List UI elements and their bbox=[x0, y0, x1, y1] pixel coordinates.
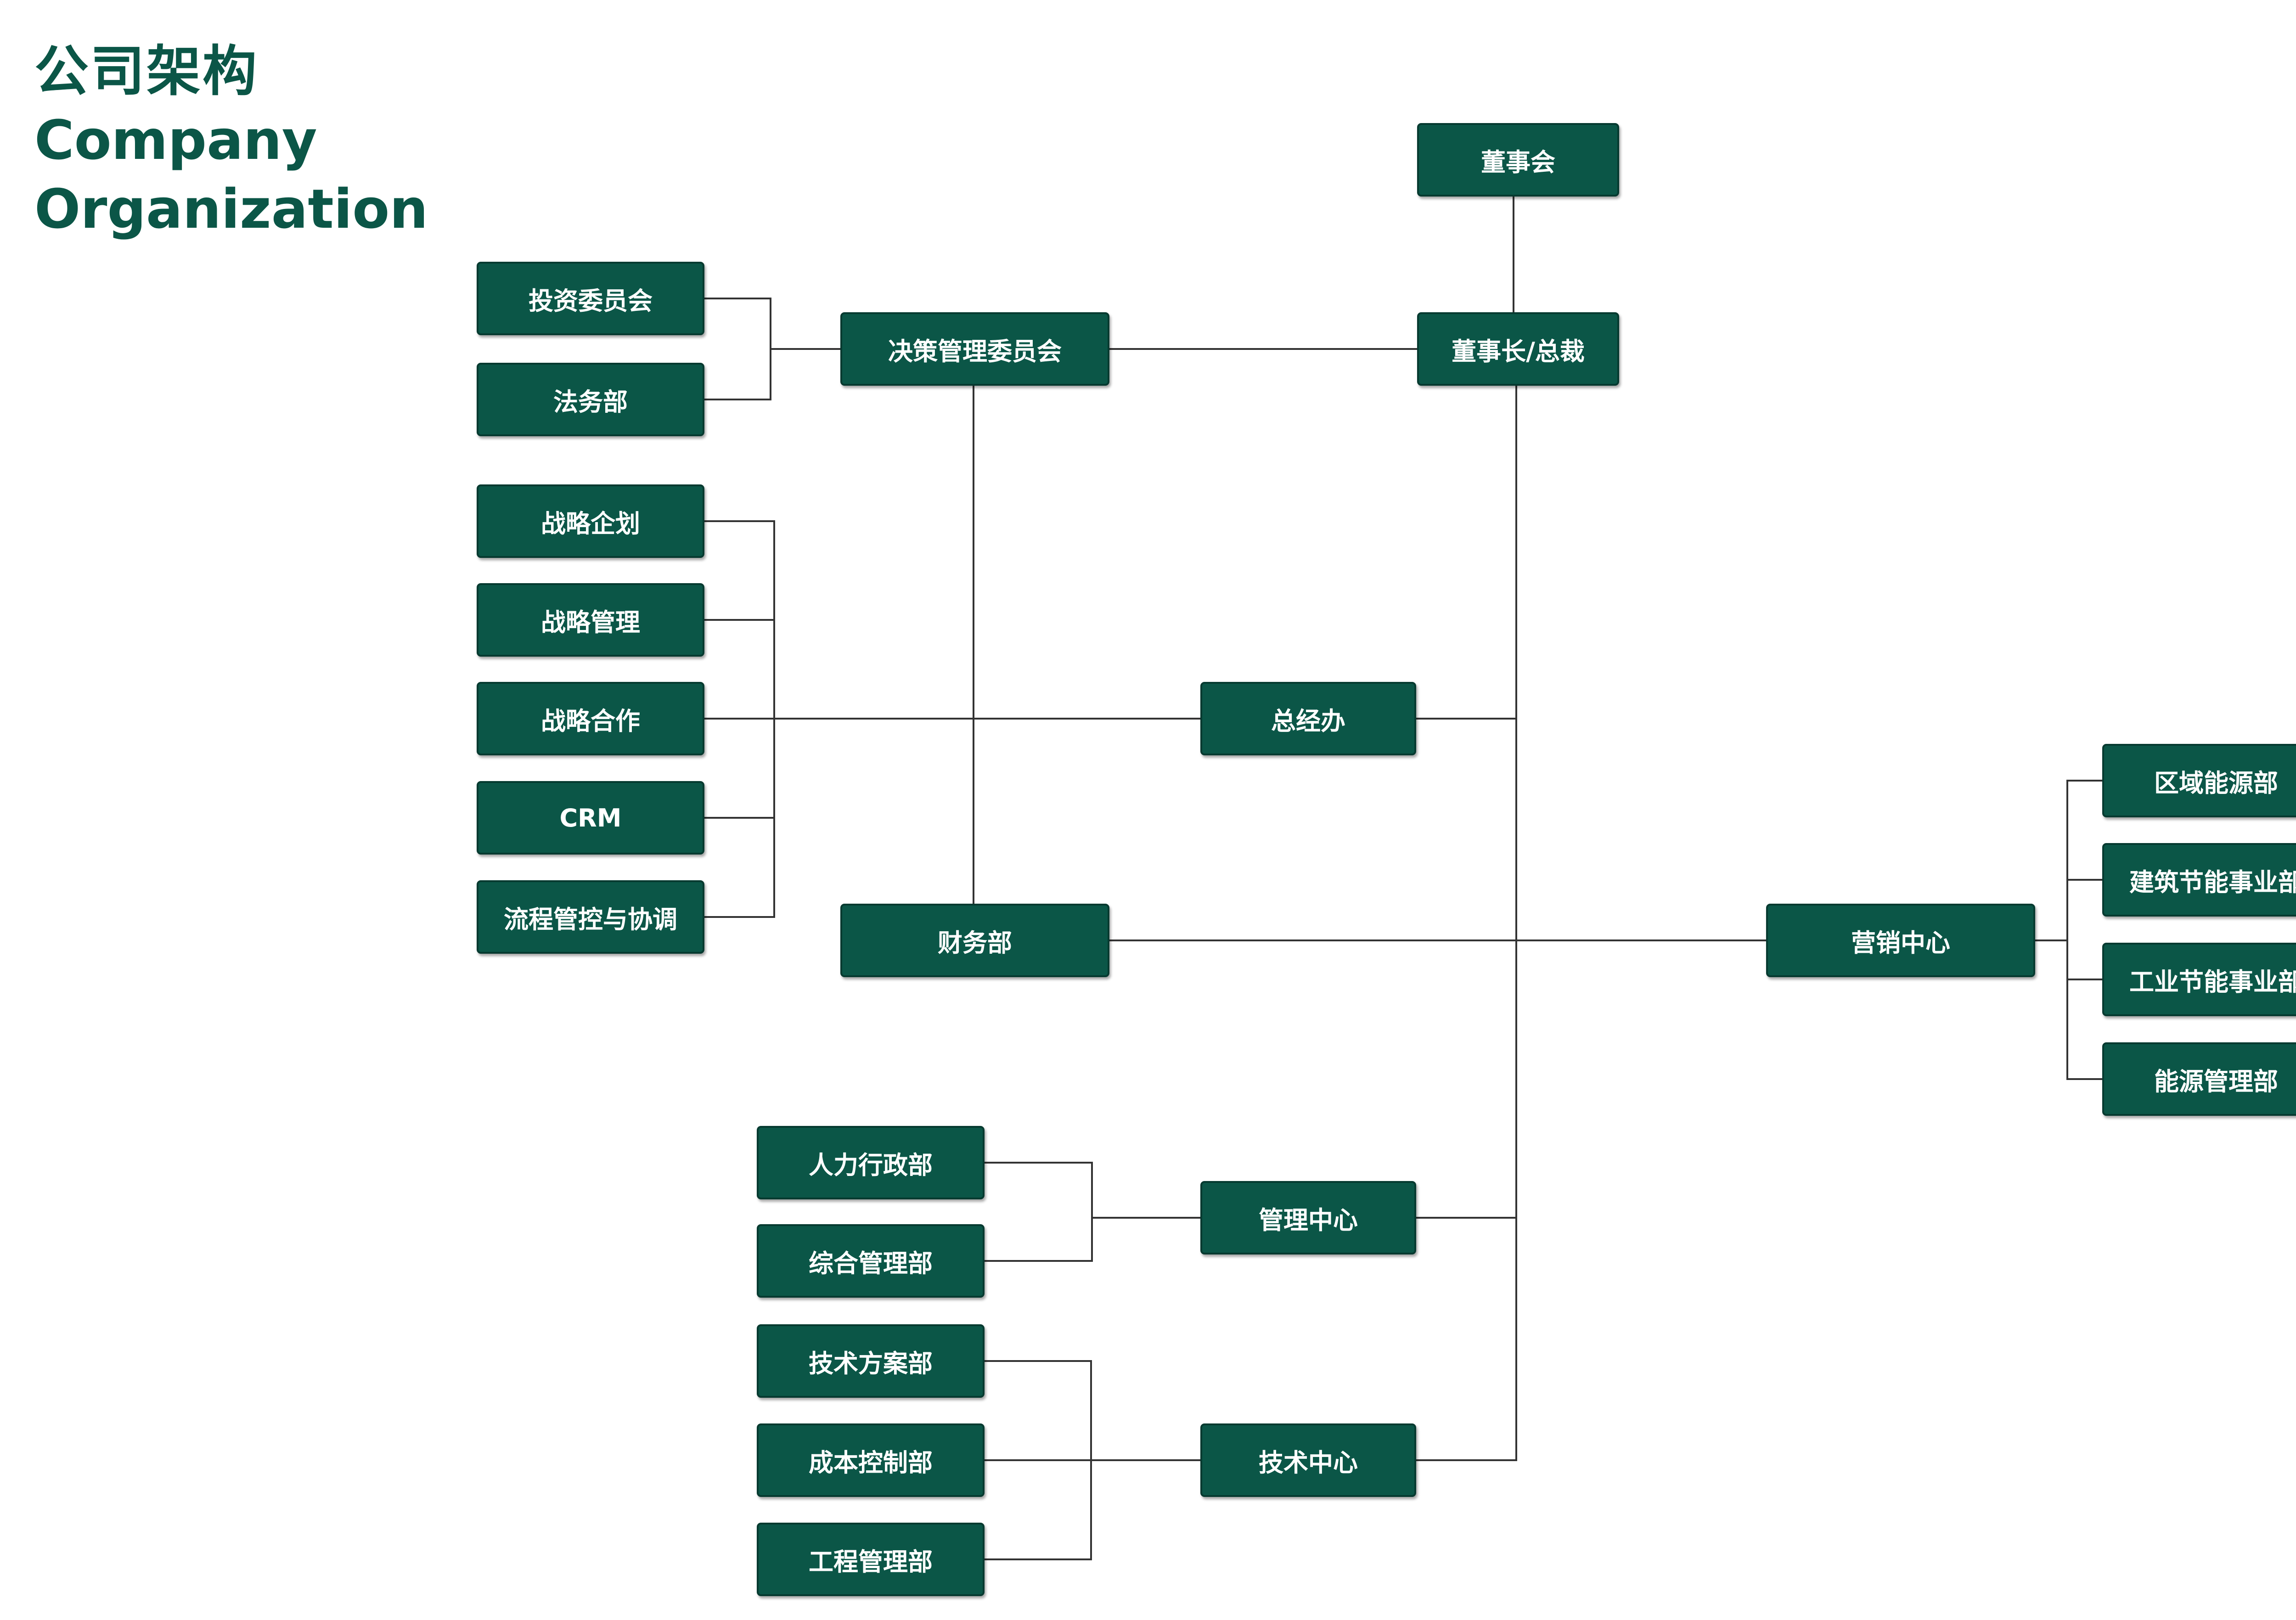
node-label: 能源管理部 bbox=[2154, 1067, 2278, 1096]
node-label: 区域能源部 bbox=[2154, 768, 2278, 798]
node-label: 战略企划 bbox=[541, 509, 640, 538]
node-label: 投资委员会 bbox=[529, 286, 653, 315]
node-cost-control[interactable]: 成本控制部 bbox=[757, 1423, 985, 1497]
node-industrial-energy[interactable]: 工业节能事业部 bbox=[2102, 943, 2296, 1016]
node-board[interactable]: 董事会 bbox=[1417, 123, 1619, 197]
node-energy-management[interactable]: 能源管理部 bbox=[2102, 1042, 2296, 1116]
node-label: 技术中心 bbox=[1259, 1448, 1358, 1477]
node-legal[interactable]: 法务部 bbox=[477, 363, 704, 436]
title-english-line2: Organization bbox=[34, 177, 428, 241]
node-label: 技术方案部 bbox=[809, 1349, 933, 1378]
node-label: 工程管理部 bbox=[809, 1547, 933, 1576]
node-label: 决策管理委员会 bbox=[888, 337, 1062, 366]
node-decision-committee[interactable]: 决策管理委员会 bbox=[840, 312, 1109, 386]
node-management-center[interactable]: 管理中心 bbox=[1200, 1181, 1416, 1254]
node-engineering-management[interactable]: 工程管理部 bbox=[757, 1523, 985, 1596]
diagram-title: 公司架构 Company Organization bbox=[34, 37, 428, 243]
node-label: 建筑节能事业部 bbox=[2129, 867, 2296, 897]
node-regional-energy[interactable]: 区域能源部 bbox=[2102, 744, 2296, 817]
node-marketing-center[interactable]: 营销中心 bbox=[1766, 904, 2035, 977]
node-strategy-planning[interactable]: 战略企划 bbox=[477, 484, 704, 558]
node-label: 财务部 bbox=[938, 928, 1012, 957]
node-label: 战略合作 bbox=[541, 706, 640, 736]
node-label: 综合管理部 bbox=[809, 1249, 933, 1278]
title-english-line1: Company bbox=[34, 108, 317, 172]
node-process-control[interactable]: 流程管控与协调 bbox=[477, 880, 704, 954]
node-tech-center[interactable]: 技术中心 bbox=[1200, 1423, 1416, 1497]
node-label: 法务部 bbox=[553, 387, 628, 416]
node-strategy-management[interactable]: 战略管理 bbox=[477, 583, 704, 657]
node-label: 战略管理 bbox=[541, 608, 640, 637]
node-label: 工业节能事业部 bbox=[2129, 967, 2296, 996]
node-hr-admin[interactable]: 人力行政部 bbox=[757, 1126, 985, 1199]
node-finance[interactable]: 财务部 bbox=[840, 904, 1109, 977]
node-label: 流程管控与协调 bbox=[504, 905, 677, 934]
node-label: 管理中心 bbox=[1259, 1205, 1358, 1235]
node-label: 成本控制部 bbox=[809, 1448, 933, 1477]
node-strategy-cooperation[interactable]: 战略合作 bbox=[477, 682, 704, 755]
node-gm-office[interactable]: 总经办 bbox=[1200, 682, 1416, 755]
node-label: 董事长/总裁 bbox=[1452, 337, 1585, 366]
node-investment-committee[interactable]: 投资委员会 bbox=[477, 262, 704, 335]
node-label: CRM bbox=[559, 803, 622, 832]
node-building-energy[interactable]: 建筑节能事业部 bbox=[2102, 843, 2296, 917]
node-chairman[interactable]: 董事长/总裁 bbox=[1417, 312, 1619, 386]
node-label: 营销中心 bbox=[1851, 928, 1950, 957]
node-label: 董事会 bbox=[1481, 147, 1555, 177]
node-general-management[interactable]: 综合管理部 bbox=[757, 1224, 985, 1298]
title-chinese: 公司架构 bbox=[34, 39, 259, 103]
node-label: 总经办 bbox=[1271, 706, 1345, 736]
node-tech-solution[interactable]: 技术方案部 bbox=[757, 1324, 985, 1398]
node-crm[interactable]: CRM bbox=[477, 781, 704, 855]
node-label: 人力行政部 bbox=[809, 1150, 933, 1180]
